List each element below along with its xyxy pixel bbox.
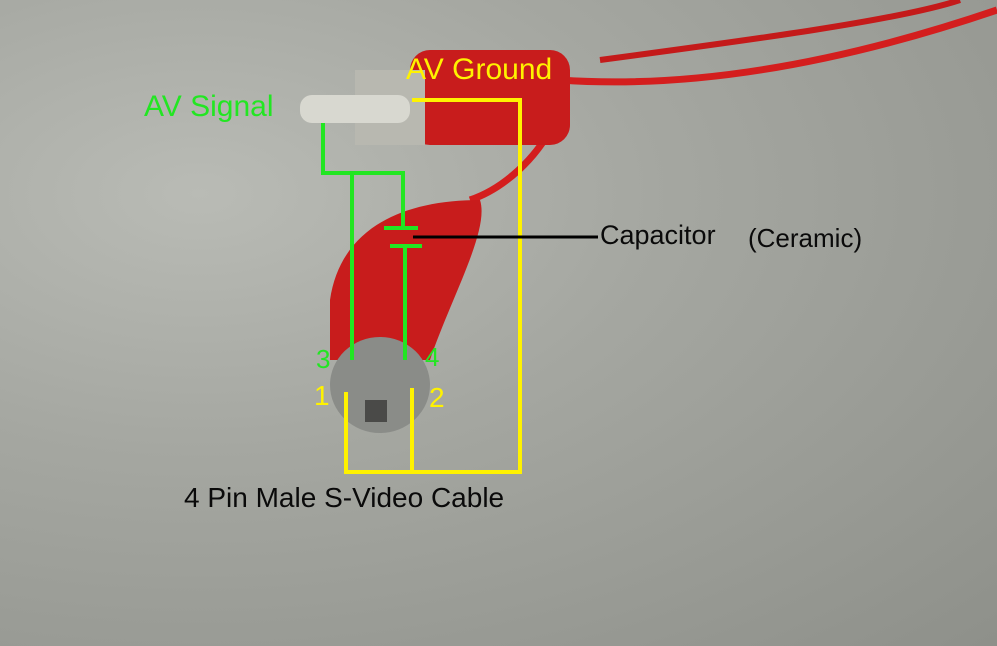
pin-4-label: 4: [425, 342, 440, 372]
av-signal-label: AV Signal: [144, 90, 274, 123]
av-ground-label: AV Ground: [406, 53, 553, 86]
rca-pin: [300, 95, 410, 123]
pin-1-label: 1: [314, 380, 330, 411]
rca-plug-body: [410, 50, 570, 145]
svideo-connector-face: [330, 337, 430, 433]
pin-3-label: 3: [316, 344, 331, 374]
capacitor-type-label: (Ceramic): [748, 223, 863, 253]
pin-2-label: 2: [429, 382, 445, 413]
cable-label: 4 Pin Male S-Video Cable: [184, 482, 505, 513]
capacitor-label: Capacitor: [600, 220, 716, 250]
